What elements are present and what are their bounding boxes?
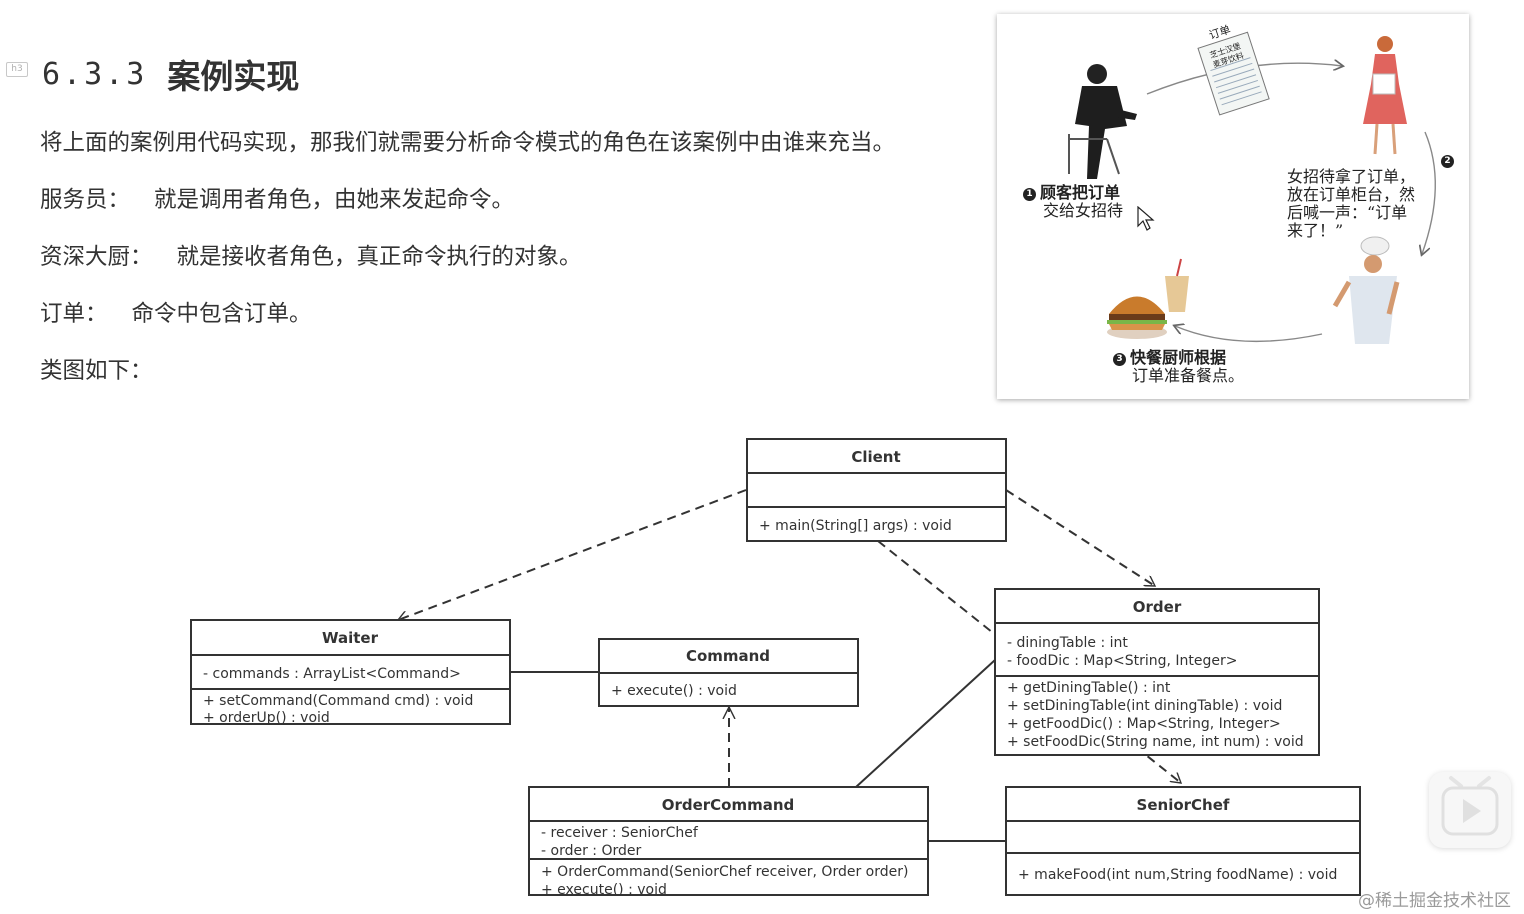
flow-arrow-2 <box>1422 131 1436 254</box>
chef-label: 资深大厨： <box>40 244 153 270</box>
section-number: 6.3.3 <box>42 56 148 92</box>
seniorchef-method-makefood: + makeFood(int num,String foodName) : vo… <box>1018 867 1337 883</box>
waiter-attr-commands: - commands : ArrayList<Command> <box>203 666 461 682</box>
step2-caption: 女招待拿了订单， 放在订单柜台，然 后喊一声：“订单 来了！” <box>1287 168 1415 240</box>
step2-line1: 女招待拿了订单， <box>1287 167 1416 186</box>
step1-line2: 交给女招待 <box>1043 201 1124 220</box>
waiter-method-setcommand: + setCommand(Command cmd) : void <box>203 693 473 709</box>
step2-line2: 放在订单柜台，然 <box>1287 185 1416 204</box>
waiter-name: Waiter <box>322 629 379 647</box>
class-ordercommand: OrderCommand - receiver : SeniorChef - o… <box>528 786 929 898</box>
step1-number: 1 <box>1023 188 1036 201</box>
step3-line1: 快餐厨师根据 <box>1130 348 1227 367</box>
chef-paragraph: 资深大厨： 就是接收者角色，真正命令执行的对象。 <box>40 242 582 272</box>
ordercommand-attr-receiver: - receiver : SeniorChef <box>541 825 699 841</box>
ordercommand-order-aggregation <box>856 659 996 787</box>
class-waiter: Waiter - commands : ArrayList<Command> +… <box>190 619 511 726</box>
command-name: Command <box>686 647 770 665</box>
step3-number: 3 <box>1113 353 1126 366</box>
section-heading: 6.3.3 案例实现 <box>42 52 300 97</box>
order-method-getfooddic: + getFoodDic() : Map<String, Integer> <box>1007 716 1281 732</box>
client-name: Client <box>851 448 900 466</box>
illustration-drawing <box>1068 31 1436 344</box>
seniorchef-name: SeniorChef <box>1137 796 1230 814</box>
class-client: Client + main(String[] args) : void <box>746 438 1007 542</box>
order-attr-diningtable: - diningTable : int <box>1007 635 1128 651</box>
video-play-button[interactable] <box>1429 772 1511 848</box>
intro-paragraph: 将上面的案例用代码实现，那我们就需要分析命令模式的角色在该案例中由谁来充当。 <box>40 130 896 156</box>
client-method-main: + main(String[] args) : void <box>759 518 952 534</box>
order-attr-fooddic: - foodDic : Map<String, Integer> <box>1007 653 1237 669</box>
burger-figure <box>1107 258 1189 339</box>
flow-arrow-3 <box>1175 326 1323 343</box>
step1-line1: 顾客把订单 <box>1040 183 1121 202</box>
ordercommand-method-constructor: + OrderCommand(SeniorChef receiver, Orde… <box>541 864 908 880</box>
ordercommand-attr-order: - order : Order <box>541 843 641 859</box>
client-waiter-dependency <box>398 489 747 620</box>
mouse-cursor-icon <box>1137 206 1155 231</box>
play-icon <box>1441 776 1499 836</box>
class-order: Order - diningTable : int - foodDic : Ma… <box>994 588 1320 756</box>
order-ticket-figure <box>1197 31 1270 116</box>
client-order-dependency <box>1005 489 1155 587</box>
step1-caption: 1 顾客把订单 交给女招待 <box>1023 184 1123 220</box>
chef-text: 就是接收者角色，真正命令执行的对象。 <box>176 244 582 270</box>
diagram-intro-paragraph: 类图如下： <box>40 358 153 384</box>
step3-caption: 3 快餐厨师根据 订单准备餐点。 <box>1113 349 1244 385</box>
step2-number: 2 <box>1441 155 1454 168</box>
order-method-setfooddic: + setFoodDic(String name, int num) : voi… <box>1007 734 1304 750</box>
ordercommand-name: OrderCommand <box>662 796 795 814</box>
order-name: Order <box>1133 598 1182 616</box>
chef-figure <box>1332 236 1400 344</box>
section-title: 案例实现 <box>167 57 300 96</box>
watermark: @稀土掘金技术社区 <box>1358 891 1511 911</box>
command-method-execute: + execute() : void <box>611 683 737 699</box>
order-method-setdiningtable: + setDiningTable(int diningTable) : void <box>1007 698 1282 714</box>
waiter-paragraph: 服务员： 就是调用者角色，由她来发起命令。 <box>40 185 514 215</box>
waitress-figure <box>1363 36 1407 155</box>
step2-line4: 来了！” <box>1287 221 1344 240</box>
step3-line2: 订单准备餐点。 <box>1132 366 1245 385</box>
order-text: 命令中包含订单。 <box>131 301 312 327</box>
class-seniorchef: SeniorChef + makeFood(int num,String foo… <box>1005 786 1361 896</box>
order-paragraph: 订单： 命令中包含订单。 <box>40 299 312 329</box>
waiter-method-orderup: + orderUp() : void <box>203 710 330 726</box>
class-command: Command + execute() : void <box>598 638 859 707</box>
waiter-label: 服务员： <box>40 187 131 213</box>
order-method-getdiningtable: + getDiningTable() : int <box>1007 680 1171 696</box>
step2-line3: 后喊一声：“订单 <box>1287 203 1408 222</box>
order-label: 订单： <box>40 301 108 327</box>
ordercommand-method-execute: + execute() : void <box>541 882 667 898</box>
waiter-text: 就是调用者角色，由她来发起命令。 <box>154 187 515 213</box>
heading-level-badge: h3 <box>6 62 28 77</box>
customer-figure <box>1068 64 1137 179</box>
